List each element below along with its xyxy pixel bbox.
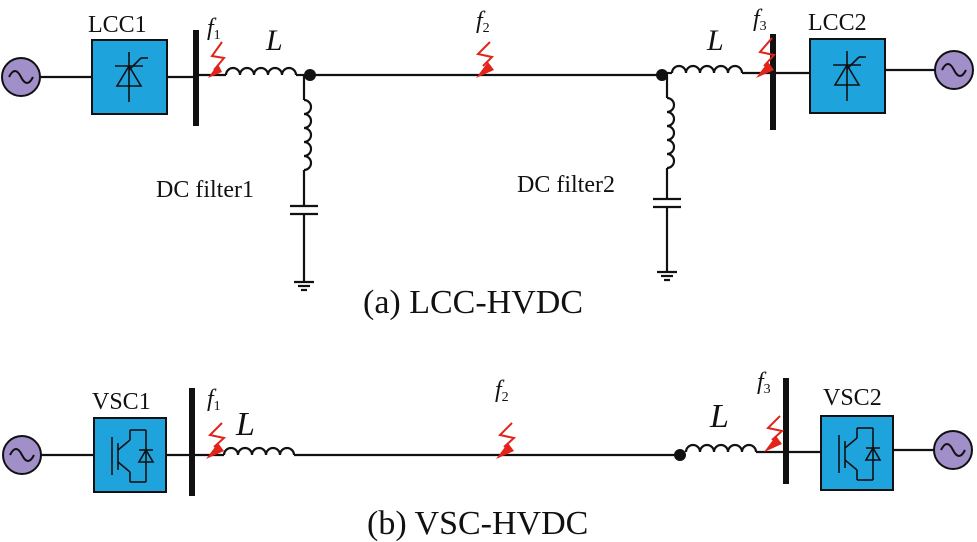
inductor-right-a	[670, 64, 744, 74]
fault-marker-f3-a: f3	[753, 6, 776, 78]
label-inductor-left-b: L	[235, 406, 255, 443]
dc-filter2	[653, 75, 681, 282]
igbt-diode-icon	[111, 429, 155, 483]
fault-marker-f3-b: f3	[757, 369, 785, 452]
dc-filter1	[290, 75, 318, 292]
sine-wave-icon	[9, 448, 35, 462]
label-inductor-right-a: L	[706, 24, 724, 57]
svg-text:f1: f1	[207, 386, 221, 414]
label-inductor-right-b: L	[709, 398, 729, 435]
igbt-diode-icon	[838, 427, 882, 481]
lightning-fault-icon	[475, 41, 495, 78]
label-dc-filter2: DC filter2	[517, 172, 615, 198]
fault-marker-f1-a: f1	[207, 15, 226, 78]
sine-wave-icon	[940, 443, 966, 457]
label-vsc2: VSC2	[823, 385, 882, 411]
ac-source-right-a	[934, 50, 974, 90]
lightning-fault-icon	[764, 415, 785, 452]
lightning-fault-icon	[208, 41, 226, 78]
label-dc-filter1: DC filter1	[156, 177, 254, 203]
lightning-fault-icon	[206, 422, 227, 459]
panel-lcc-hvdc: LCC1 L DC filter1	[1, 6, 974, 321]
svg-text:f3: f3	[753, 6, 767, 34]
thyristor-bridge-icon	[115, 52, 148, 102]
converter-lcc2	[809, 38, 886, 114]
panel-vsc-hvdc: VSC1 L L	[2, 369, 973, 542]
label-lcc2: LCC2	[808, 10, 867, 36]
ac-source-right-b	[933, 430, 973, 470]
ground-icon	[657, 270, 677, 282]
sine-wave-icon	[941, 63, 967, 77]
fault-marker-f2-b: f2	[495, 377, 517, 459]
thyristor-bridge-icon	[833, 51, 866, 101]
label-inductor-left-a: L	[265, 24, 283, 57]
svg-text:f1: f1	[207, 15, 221, 43]
ac-source-left-b	[2, 435, 42, 475]
fault-marker-f1-b: f1	[206, 386, 227, 459]
sine-wave-icon	[8, 70, 34, 84]
label-vsc1: VSC1	[92, 389, 151, 415]
inductor-right-b	[684, 443, 758, 453]
svg-text:f2: f2	[476, 8, 490, 36]
inductor-left-b	[222, 446, 296, 456]
lightning-fault-icon	[756, 37, 776, 78]
junction-node-right-b	[674, 449, 686, 461]
converter-vsc2	[820, 415, 894, 491]
svg-text:f2: f2	[495, 377, 509, 405]
ground-icon	[294, 280, 314, 292]
converter-lcc1	[91, 39, 168, 115]
lightning-fault-icon	[496, 422, 517, 459]
fault-marker-f2-a: f2	[475, 8, 495, 78]
label-lcc1: LCC1	[88, 12, 147, 38]
svg-text:f3: f3	[757, 369, 771, 397]
caption-lcc-hvdc: (a) LCC-HVDC	[363, 284, 583, 321]
inductor-left-a	[224, 66, 298, 76]
converter-vsc1	[93, 417, 167, 493]
caption-vsc-hvdc: (b) VSC-HVDC	[367, 505, 588, 542]
ac-source-left-a	[1, 57, 41, 97]
